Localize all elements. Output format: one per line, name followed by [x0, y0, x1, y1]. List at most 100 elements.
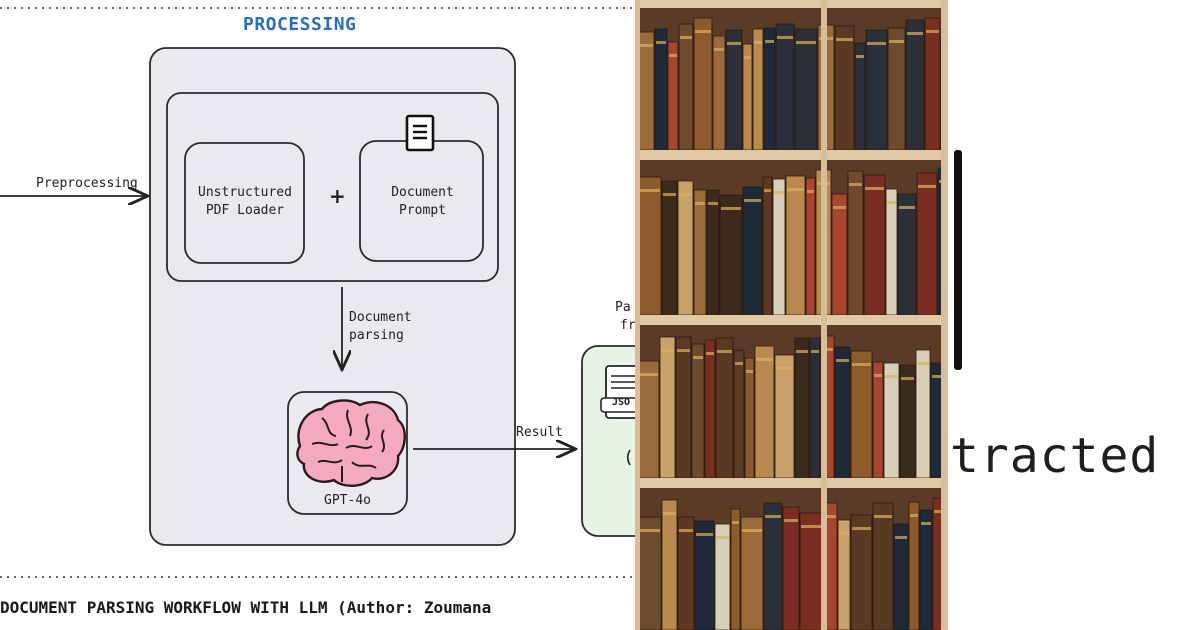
shelf-board: [635, 478, 948, 488]
book-spine: [908, 501, 920, 630]
book-band: [716, 536, 729, 539]
right-panel: tracted: [948, 0, 1200, 630]
book-spine: [694, 520, 715, 630]
diagram-canvas: [0, 7, 635, 578]
book-band: [679, 193, 692, 196]
book-spine: [715, 337, 734, 479]
book-spine: [899, 364, 916, 479]
book-spine: [740, 516, 764, 630]
book-spine: [863, 174, 886, 316]
book-spine: [905, 19, 925, 151]
book-band: [746, 370, 753, 373]
book-band: [744, 199, 761, 202]
book-band: [824, 515, 836, 518]
book-band: [693, 356, 703, 359]
book-band: [764, 189, 771, 192]
figure-caption: DOCUMENT PARSING WORKFLOW WITH LLM (Auth…: [0, 598, 492, 617]
book-spine: [805, 177, 816, 316]
book-band: [796, 41, 816, 44]
book-band: [849, 183, 862, 186]
book-band: [899, 206, 915, 209]
book-spine: [706, 189, 720, 316]
book-band: [754, 41, 762, 44]
output-brace: [626, 449, 631, 466]
book-band: [932, 375, 943, 378]
book-spine: [775, 23, 795, 151]
book-band: [836, 38, 853, 41]
book-band: [856, 55, 864, 58]
book-band: [695, 202, 705, 205]
book-band: [661, 349, 674, 352]
json-label-partial: JSO: [612, 397, 631, 408]
book-band: [934, 510, 943, 513]
book-band: [677, 349, 690, 352]
book-band: [852, 363, 871, 366]
book-spine: [638, 360, 660, 479]
book-band: [735, 362, 743, 365]
shelf-divider: [821, 0, 827, 630]
book-band: [744, 56, 751, 59]
book-band: [822, 348, 833, 351]
book-spine: [693, 17, 713, 151]
loader-box: [184, 142, 305, 264]
book-spine: [714, 523, 731, 630]
book-spine: [661, 499, 678, 630]
book-spine: [744, 357, 755, 479]
book-spine: [678, 23, 694, 151]
book-spine: [733, 349, 745, 479]
book-spine: [661, 180, 678, 316]
output-title-partial-1: Pa: [615, 300, 631, 315]
book-spine: [916, 172, 938, 316]
book-band: [708, 202, 718, 205]
book-spine: [719, 194, 743, 316]
book-band: [801, 525, 821, 528]
book-spine: [772, 178, 786, 316]
book-spine: [872, 361, 884, 479]
book-band: [777, 36, 793, 39]
book-spine: [693, 189, 707, 316]
book-spine: [763, 27, 776, 151]
book-band: [889, 40, 904, 43]
book-band: [811, 350, 819, 353]
book-spine: [919, 509, 933, 630]
book-spine: [754, 345, 775, 479]
book-spine: [654, 28, 668, 151]
book-spine: [782, 506, 800, 630]
book-band: [765, 40, 774, 43]
book-spine: [763, 502, 783, 630]
book-band: [714, 48, 724, 51]
book-spine: [742, 43, 753, 151]
parsing-label: Document parsing: [349, 310, 412, 343]
book-band: [774, 191, 784, 194]
book-band: [910, 514, 918, 517]
book-band: [756, 358, 773, 361]
book-spine: [837, 519, 851, 630]
book-spine: [799, 512, 823, 630]
book-spine: [725, 29, 743, 151]
book-band: [717, 350, 732, 353]
book-spine: [677, 180, 694, 316]
book-band: [765, 515, 781, 518]
result-label: Result: [516, 425, 563, 440]
book-spine: [794, 337, 810, 479]
book-spine: [850, 514, 873, 630]
book-band: [640, 529, 660, 532]
book-spine: [704, 339, 716, 479]
document-icon: [405, 114, 435, 152]
prompt-label: Document Prompt: [391, 185, 454, 218]
book-band: [885, 375, 898, 378]
book-spine: [774, 354, 795, 479]
book-band: [865, 187, 884, 190]
book-band: [732, 521, 739, 524]
book-spine: [762, 176, 773, 316]
shelf-board: [635, 150, 948, 160]
book-band: [695, 30, 711, 33]
book-spine: [677, 516, 695, 630]
book-band: [787, 188, 804, 191]
book-band: [867, 42, 886, 45]
book-band: [669, 54, 677, 57]
loader-label: Unstructured PDF Loader: [198, 185, 292, 218]
book-spine: [924, 17, 941, 151]
bookshelf-photo: [635, 0, 948, 630]
